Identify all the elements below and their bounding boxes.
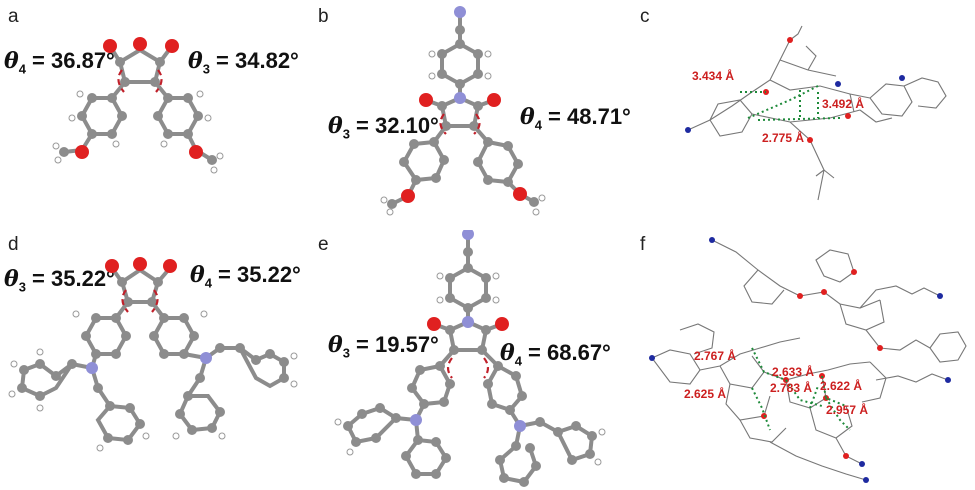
angle-label-a-left: θ4 = 36.87° xyxy=(4,48,115,77)
molecule-d xyxy=(8,257,298,452)
angle-label-d-left: θ3 = 35.22° xyxy=(4,266,115,295)
distance-label-f-2: 2.633 Å xyxy=(772,364,814,379)
distance-label-c-1: 3.434 Å xyxy=(692,68,734,83)
packing-c: 3.434 Å 3.492 Å 2.775 Å xyxy=(685,25,947,201)
panel-label-d: d xyxy=(8,234,19,255)
angle-label-a-right: θ3 = 34.82° xyxy=(188,48,299,77)
distance-label-f-6: 2.957 Å xyxy=(826,402,868,417)
torsion-arc-a-left xyxy=(117,69,125,93)
angle-label-e-left: θ3 = 19.57° xyxy=(328,332,439,361)
panel-label-a: a xyxy=(8,6,19,27)
angle-label-b-left: θ3 = 32.10° xyxy=(328,113,439,142)
distance-label-f-5: 2.625 Å xyxy=(684,386,726,401)
angle-label-d-right: θ4 = 35.22° xyxy=(190,262,301,291)
panel-label-b: b xyxy=(318,6,329,27)
molecule-a xyxy=(52,37,224,174)
atoms-a xyxy=(52,37,224,174)
angle-label-e-right: θ4 = 68.67° xyxy=(500,340,611,369)
angle-label-b-right: θ4 = 48.71° xyxy=(520,104,631,133)
distance-label-c-3: 2.775 Å xyxy=(762,130,804,145)
molecule-e xyxy=(334,230,606,487)
distance-label-f-1: 2.767 Å xyxy=(694,348,736,363)
panel-label-f: f xyxy=(640,234,646,255)
panel-label-e: e xyxy=(318,234,329,255)
torsion-arc-a-right xyxy=(155,69,163,93)
distance-label-c-2: 3.492 Å xyxy=(822,96,864,111)
distance-label-f-4: 2.622 Å xyxy=(820,378,862,393)
distance-label-f-3: 2.783 Å xyxy=(770,380,812,395)
bonds-a xyxy=(62,44,214,162)
panel-label-c: c xyxy=(640,6,650,27)
molecule-b xyxy=(380,6,546,216)
packing-f: 2.767 Å 2.633 Å 2.783 Å 2.622 Å 2.625 Å … xyxy=(649,237,967,483)
